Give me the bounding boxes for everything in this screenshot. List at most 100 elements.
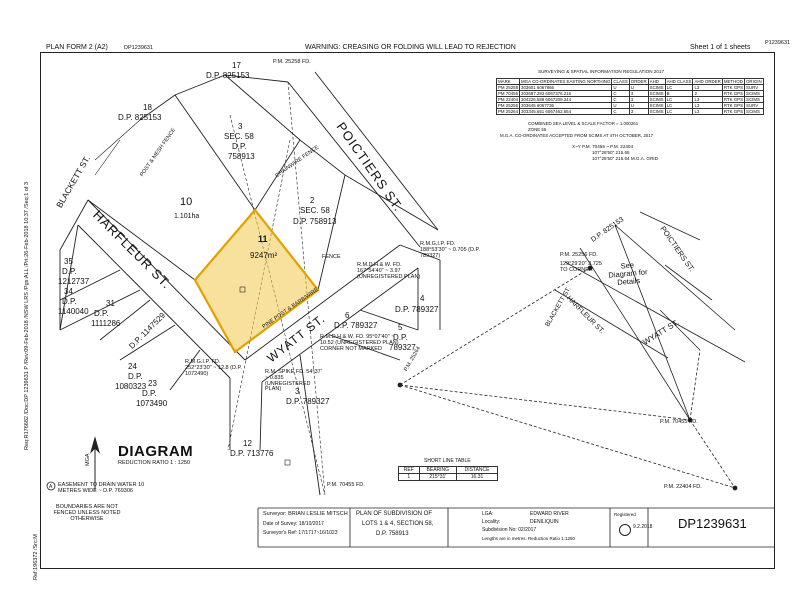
lot24-dp-num: 1080323 [115, 382, 147, 391]
lot23-number: 23 [148, 379, 157, 388]
lot18-dp: D.P. 825153 [118, 113, 162, 122]
lot34-number: 34 [64, 287, 73, 296]
pm70455-label: P.M. 70455 FD. [327, 482, 365, 488]
north-arrow-label: MGA [85, 453, 91, 466]
lot5-number: 5 [398, 323, 403, 332]
locality-label: Locality: [482, 519, 501, 525]
survey-date: Date of Survey: 18/10/2017 [263, 521, 324, 527]
lot31-number: 31 [106, 299, 115, 308]
lot10-area: 1.101ha [174, 213, 200, 220]
lot35-number: 35 [64, 257, 73, 266]
lot11-area: 9247m² [250, 251, 278, 260]
surveyor-name: Surveyor: BRIAN LESLIE MITSCH [263, 511, 348, 517]
poictiers-road-line-east [314, 71, 439, 231]
lot11-highlight [193, 208, 320, 354]
wyatt-road-line-south [261, 267, 419, 383]
lengths-note: Lengths are in metres. Reduction Ratio 1… [482, 536, 576, 541]
see-diagram-note: See Diagram for Details [608, 260, 648, 287]
lot3-dp-num: 758913 [228, 152, 255, 161]
lot2-sec: SEC. 58 [300, 206, 330, 215]
lot31-dp-num: 1111286 [91, 319, 121, 328]
plan-dp: D.P. 758913 [376, 531, 409, 537]
lot34-dp: D.P. [62, 297, 77, 306]
lot23-dp: D.P. [142, 389, 157, 398]
lot11-number: 11 [258, 234, 268, 244]
boundaries-note: BOUNDARIES ARE NOT FENCED UNLESS NOTED O… [53, 504, 121, 522]
xy-line: 107°28'50" 215.64 M.G.A. GRID [592, 156, 658, 161]
lot6-number: 6 [345, 311, 350, 320]
ssi-header: ORIGIN [744, 77, 764, 86]
table-row: 1 215°31' 16.31 [398, 473, 498, 481]
rmgip-mark-2: R.M.G.I.P. FD. 252°23'30" ~ 12.8 (D.P. 1… [185, 359, 242, 377]
lot17-number: 17 [232, 61, 241, 70]
lot35-dp-num: 1212737 [58, 277, 90, 286]
pm25256-inset-label: P.M. 25256 FD. [560, 252, 598, 258]
lot2-dp: D.P. 758913 [293, 217, 337, 226]
lot3-number: 3 [238, 122, 243, 131]
ssi-header-row: MARK MGA CO-ORDINATES EASTING NORTHING C… [495, 77, 764, 86]
rmspike-mark: R.M. SPIKE FD. 54°37' ~ 0.835 (UNREGISTE… [265, 369, 322, 393]
lot12-dp: D.P. 713776 [230, 449, 274, 458]
lot17-dp: D.P. 825153 [206, 71, 250, 80]
poictiers-road-line-west [287, 81, 421, 248]
ssi-header: AHD CLASS [664, 77, 694, 86]
pm70455-inset-label: P.M. 70455 FD. [660, 419, 698, 425]
lot3b-number: 3 [295, 387, 300, 396]
xy-line: 107°28'50" 215.65 [592, 150, 630, 155]
corner-ref: P1239631 [765, 40, 791, 46]
diagram-title: DIAGRAM [118, 443, 194, 460]
ssi-header: AHD ORDER [692, 77, 723, 86]
ssi-header: METHOD [721, 77, 746, 86]
lga-label: LGA: [482, 511, 494, 517]
lot4-dp: D.P. 789327 [395, 305, 439, 314]
registration-date: 9.2.2018 [633, 524, 653, 530]
reduction-ratio: REDUCTION RATIO 1 : 1250 [118, 460, 191, 466]
ssi-header: ORDER [628, 77, 649, 86]
north-arrow [89, 436, 101, 490]
lot34-dp-num: 1140040 [58, 307, 89, 316]
inset-diagram [397, 211, 746, 491]
plan-form-label: PLAN FORM 2 (A2) [46, 44, 108, 51]
lot5-dp: D.P. [393, 333, 408, 342]
plan-lots: LOTS 1 & 4, SECTION 58, [362, 521, 434, 527]
short-line-table: REF BEARING DISTANCE 1 215°31' 16.31 [398, 466, 498, 481]
rmdhw-mark: R.M.D.H.& W. FD. 167°54'40" ~ 3.97 (UNRE… [357, 262, 421, 280]
lot3-sec: SEC. 58 [224, 132, 254, 141]
ssi-header: CLASS [611, 77, 630, 86]
lot4-number: 4 [420, 294, 425, 303]
subdivision-number: Subdivision No: 02/2017 [482, 527, 537, 533]
locality-value: DENILIQUIN [530, 519, 559, 525]
rmgip-mark-1: R.M.G.I.P. FD. 188°53'30" ~ 0.705 (D.P. … [420, 241, 480, 259]
plan-of: PLAN OF SUBDIVISION OF [356, 511, 433, 517]
lot3b-dp: D.P. 789327 [286, 397, 330, 406]
lot3-dp: D.P. [232, 142, 247, 151]
ssi-note: M.G.A. CO-ORDINATES ACCEPTED FROM SCIMS … [500, 133, 654, 138]
ssi-header: MGA CO-ORDINATES EASTING NORTHING [519, 77, 613, 86]
sheet-count: Sheet 1 of 1 sheets [690, 44, 751, 51]
lot23-dp-num: 1073490 [136, 399, 168, 408]
rmdhw-mark-2: R.M.D.H.& W. FD. 95°07'40" ~ 10.52 (UNRE… [320, 334, 399, 352]
dp-number: DP1239631 [678, 516, 747, 531]
ssi-table-title: SURVEYING & SPATIAL INFORMATION REGULATI… [538, 69, 665, 74]
lot24-number: 24 [128, 362, 137, 371]
registered-label: Registered [614, 512, 636, 517]
lot18-number: 18 [143, 103, 152, 112]
lot31-dp: D.P. [94, 309, 109, 318]
slt-header: BEARING [418, 466, 458, 474]
lot24-dp: D.P. [128, 372, 143, 381]
easement-symbol [46, 481, 56, 491]
svg-text:A: A [49, 484, 53, 490]
warning-text: WARNING: CREASING OR FOLDING WILL LEAD T… [305, 44, 516, 51]
lot2-number: 2 [310, 196, 315, 205]
easement-legend: EASEMENT TO DRAIN WATER 10 METRES WIDE ~… [58, 482, 145, 494]
lot12-number: 12 [243, 439, 252, 448]
xy-line: X~Y P.M. 70455 ~ P.M. 22404 [572, 144, 634, 149]
plan-sheet [40, 52, 775, 569]
fence-label: FENCE [322, 254, 341, 260]
